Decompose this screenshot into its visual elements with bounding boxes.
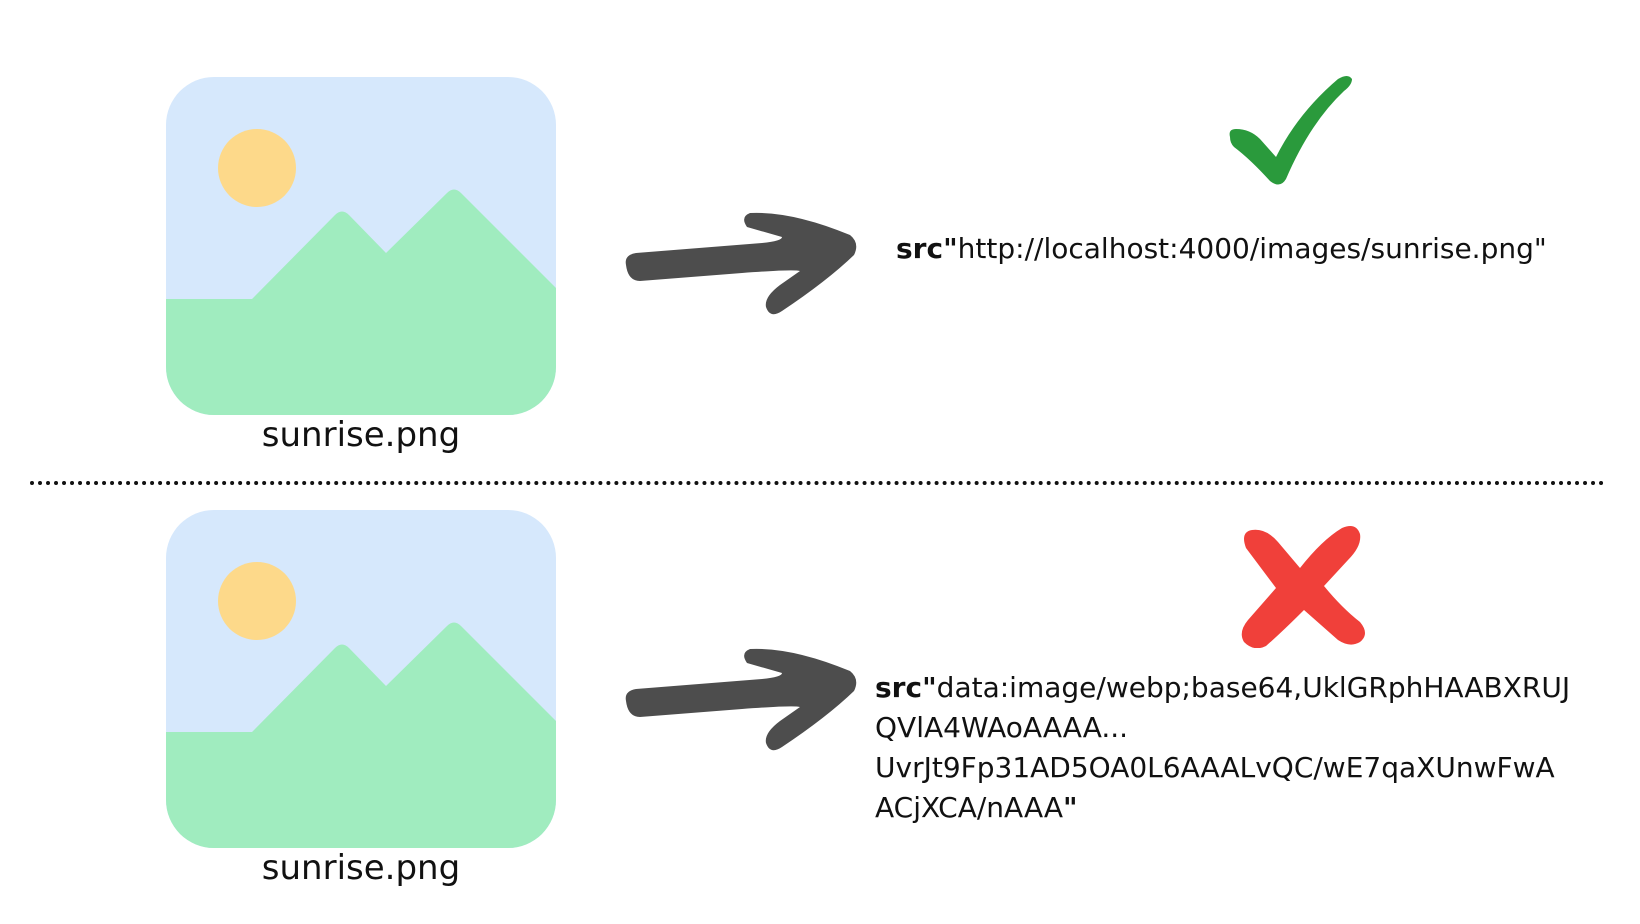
arrow-right-icon <box>625 648 857 751</box>
src-data-value: ACjXCA/nAAA <box>875 791 1064 824</box>
filename-label: sunrise.png <box>261 848 461 888</box>
src-data-value: data:image/webp;base64,UklGRphHAABXRUJ <box>936 671 1571 704</box>
src-url-value: http://localhost:4000/images/sunrise.png… <box>957 232 1547 265</box>
src-line-2: QVlA4WAoAAAA... <box>875 711 1129 744</box>
image-placeholder-icon <box>166 77 556 415</box>
src-line-3: UvrJt9Fp31AD5OA0L6AAALvQC/wE7qaXUnwFwA <box>875 751 1555 784</box>
dotted-divider <box>30 481 1605 485</box>
src-line-4: ACjXCA/nAAA" <box>875 788 1625 828</box>
check-icon <box>1229 76 1352 185</box>
src-attribute-label: src" <box>875 671 937 704</box>
src-data-uri-text: src"data:image/webp;base64,UklGRphHAABXR… <box>875 668 1625 828</box>
src-url-text: src"http://localhost:4000/images/sunrise… <box>896 229 1547 269</box>
image-placeholder-icon <box>166 510 556 848</box>
src-attribute-label: src" <box>896 232 958 265</box>
arrow-right-icon <box>625 212 857 315</box>
filename-label: sunrise.png <box>261 415 461 455</box>
src-line-1: src"data:image/webp;base64,UklGRphHAABXR… <box>875 668 1625 708</box>
cross-icon <box>1241 526 1365 648</box>
src-closing-quote: " <box>1063 791 1078 824</box>
